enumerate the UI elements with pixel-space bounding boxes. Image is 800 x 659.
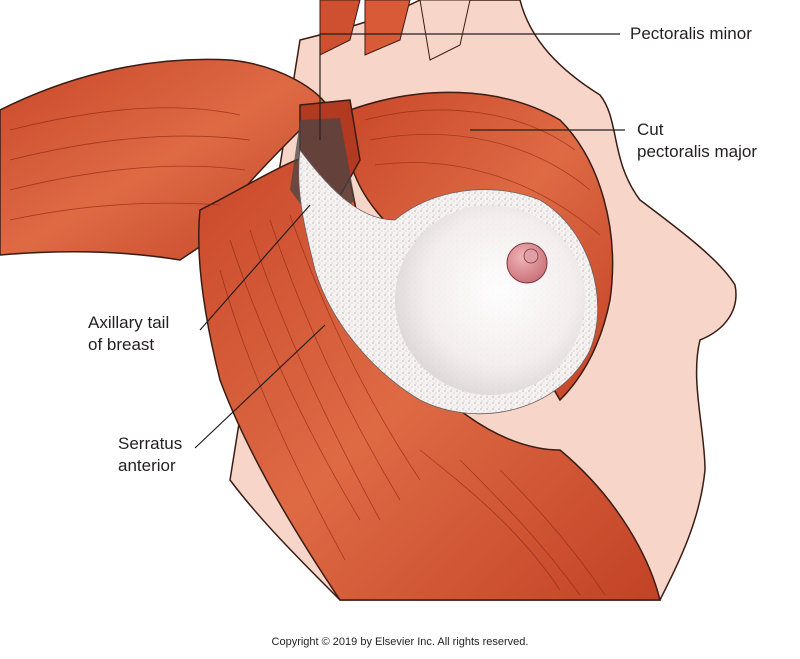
areola xyxy=(506,242,548,284)
label-cut-pectoralis-major-line1: Cut xyxy=(637,120,664,139)
leader-pectoralis-minor xyxy=(319,33,620,140)
label-axillary-tail-line2: of breast xyxy=(88,335,155,354)
leader-serratus-anterior xyxy=(194,324,326,449)
muscle-fibers xyxy=(9,107,606,596)
label-axillary-tail-line1: Axillary tail xyxy=(88,313,170,332)
label-serratus-line1: Serratus xyxy=(118,434,183,453)
leader-axillary-tail xyxy=(199,204,311,331)
label-pectoralis-minor: Pectoralis minor xyxy=(630,24,752,43)
leader-lines xyxy=(194,33,625,449)
breast-center xyxy=(395,205,585,395)
label-cut-pectoralis-major-line2: pectoralis major xyxy=(637,142,757,161)
pectoralis-fibers xyxy=(364,109,601,236)
nipple xyxy=(523,248,539,264)
copyright-notice: Copyright © 2019 by Elsevier Inc. All ri… xyxy=(271,636,529,648)
label-serratus-line2: anterior xyxy=(118,456,176,475)
neck-muscles xyxy=(319,0,471,61)
